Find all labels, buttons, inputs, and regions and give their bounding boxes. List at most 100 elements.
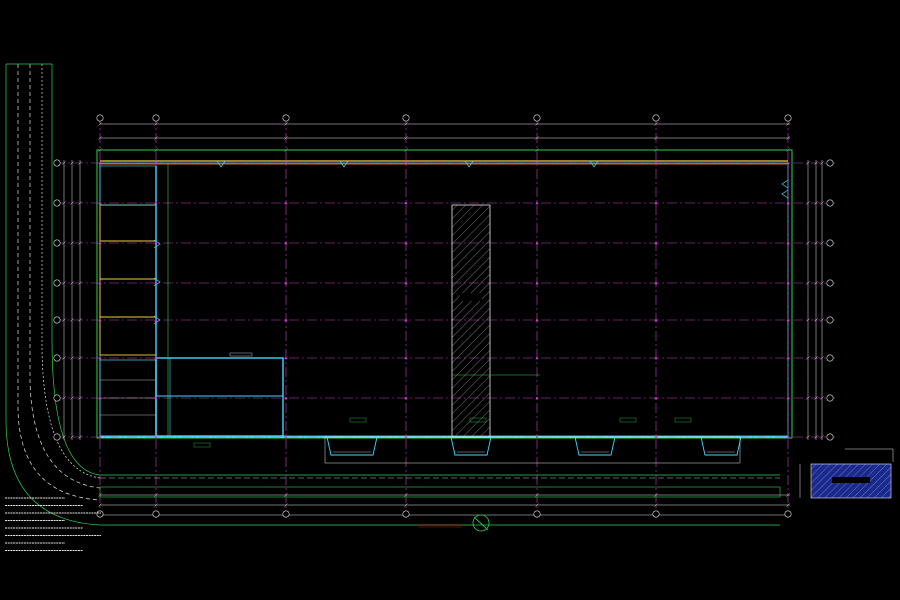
grid-bubble-icon — [826, 159, 834, 167]
dimension-tick — [70, 201, 74, 205]
loading-docks — [193, 417, 742, 464]
grid-bubble-icon — [402, 510, 410, 518]
grid-bubble-icon — [96, 510, 104, 518]
right-dimension-lines — [807, 160, 823, 440]
column-markers — [98, 161, 790, 439]
grid-bubble-icon — [53, 433, 61, 441]
column-marker-icon — [154, 318, 158, 322]
dimension-tick — [70, 356, 74, 360]
top-dimension-lines — [100, 123, 790, 151]
legend-box — [799, 448, 894, 499]
dimension-tick — [70, 281, 74, 285]
grid-vertical-lines — [99, 115, 789, 518]
column-marker-icon — [98, 318, 102, 322]
grid-bubble-icon — [826, 199, 834, 207]
dimension-tick — [820, 241, 824, 245]
column-marker-icon — [284, 201, 288, 205]
cyan-room-block — [155, 357, 284, 437]
column-marker-icon — [98, 201, 102, 205]
door-tag — [674, 417, 692, 423]
dimension-tick — [820, 396, 824, 400]
column-marker-icon — [535, 356, 539, 360]
column-marker-icon — [786, 435, 790, 439]
column-marker-icon — [284, 161, 288, 165]
column-marker-icon — [654, 356, 658, 360]
column-marker-icon — [154, 435, 158, 439]
dimension-tick — [98, 503, 102, 507]
column-marker-icon — [154, 241, 158, 245]
grid-bubble-icon — [53, 354, 61, 362]
dimension-tick — [70, 396, 74, 400]
loading-dock — [574, 436, 616, 456]
column-marker-icon — [404, 241, 408, 245]
dimension-tick — [70, 435, 74, 439]
dimension-tick — [786, 503, 790, 507]
column-marker-icon — [786, 161, 790, 165]
column-marker-icon — [786, 241, 790, 245]
column-marker-icon — [404, 201, 408, 205]
column-marker-icon — [98, 356, 102, 360]
column-marker-icon — [535, 281, 539, 285]
column-marker-icon — [404, 435, 408, 439]
column-marker-icon — [535, 201, 539, 205]
column-marker-icon — [284, 241, 288, 245]
dimension-tick — [154, 503, 158, 507]
building-outer-wall — [96, 149, 793, 439]
dimension-tick — [70, 318, 74, 322]
column-marker-icon — [98, 241, 102, 245]
loading-dock — [450, 436, 492, 456]
column-marker-icon — [654, 161, 658, 165]
dimension-tick — [820, 201, 824, 205]
grid-bubble-icon — [53, 394, 61, 402]
column-marker-icon — [154, 396, 158, 400]
grid-bubble-icon — [53, 199, 61, 207]
column-marker-icon — [786, 396, 790, 400]
door-tag — [193, 442, 211, 448]
grid-bubble-icon — [652, 114, 660, 122]
door-tag — [619, 417, 637, 423]
dock-apron — [324, 436, 741, 464]
column-marker-icon — [535, 161, 539, 165]
column-marker-icon — [404, 318, 408, 322]
dimension-tick — [70, 241, 74, 245]
grid-bubble-icon — [826, 433, 834, 441]
grid-bubble-icon — [282, 114, 290, 122]
column-marker-icon — [535, 318, 539, 322]
left-dimension-lines — [63, 160, 81, 440]
access-road — [5, 63, 780, 526]
loading-dock — [700, 436, 742, 456]
door-tag — [469, 417, 487, 423]
column-marker-icon — [535, 241, 539, 245]
column-marker-icon — [154, 201, 158, 205]
column-marker-icon — [654, 435, 658, 439]
column-marker-icon — [654, 241, 658, 245]
north-arrow-icon — [472, 514, 490, 532]
column-marker-icon — [284, 281, 288, 285]
grid-bubbles-top — [96, 114, 792, 122]
core-label-box — [460, 293, 482, 301]
column-marker-icon — [786, 356, 790, 360]
grid-bubble-icon — [282, 510, 290, 518]
grid-bubble-icon — [784, 114, 792, 122]
grid-bubble-icon — [533, 510, 541, 518]
column-marker-icon — [786, 318, 790, 322]
dimension-tick — [654, 503, 658, 507]
bottom-dimension-lines — [100, 494, 790, 516]
column-marker-icon — [654, 396, 658, 400]
column-marker-icon — [535, 435, 539, 439]
grid-bubble-icon — [826, 279, 834, 287]
room-header-strip — [229, 352, 253, 357]
grid-bubble-icon — [826, 394, 834, 402]
column-marker-icon — [404, 161, 408, 165]
grid-bubble-icon — [826, 316, 834, 324]
grid-bubble-icon — [53, 316, 61, 324]
dimension-tick — [820, 435, 824, 439]
column-marker-icon — [404, 356, 408, 360]
grid-bubble-icon — [152, 114, 160, 122]
column-marker-icon — [535, 396, 539, 400]
column-marker-icon — [284, 356, 288, 360]
grid-bubble-icon — [152, 510, 160, 518]
grid-bubble-icon — [826, 354, 834, 362]
grid-bubbles-right — [826, 159, 834, 441]
column-marker-icon — [154, 281, 158, 285]
